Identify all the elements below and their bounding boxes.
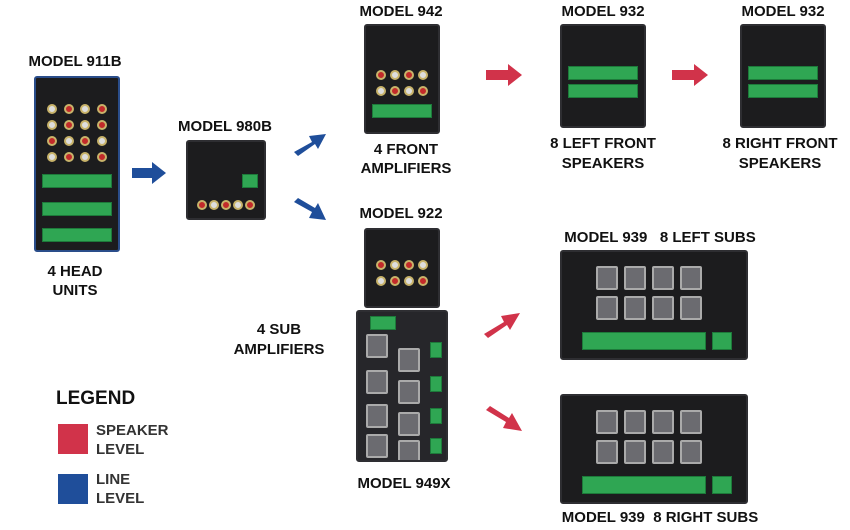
- arrow-949x-to-939-left: [484, 313, 520, 338]
- model-932-left-title: MODEL 932: [561, 3, 645, 20]
- model-911b-caption-line2: UNITS: [52, 282, 98, 299]
- line-level-arrow-shape: [132, 162, 166, 184]
- sub-amplifiers-caption-line2: AMPLIFIERS: [233, 341, 325, 358]
- speaker-level-arrow-shape: [486, 406, 522, 431]
- legend-line-level-label-line1: LINE: [96, 471, 131, 488]
- model-939-left-device: [560, 250, 748, 360]
- speaker-level-arrow-shape: [484, 313, 520, 338]
- model-922-device: [364, 228, 440, 308]
- model-942-caption-line2: AMPLIFIERS: [360, 160, 452, 177]
- arrow-980b-to-922: [294, 198, 326, 220]
- model-939-right-title: MODEL 939 8 RIGHT SUBS: [561, 509, 759, 526]
- legend-line-level-swatch: [58, 474, 88, 504]
- model-911b-device: [34, 76, 120, 252]
- model-939-left-title: MODEL 939 8 LEFT SUBS: [564, 229, 756, 246]
- model-942-device: [364, 24, 440, 134]
- model-932-left-caption-line1: 8 LEFT FRONT: [550, 135, 656, 152]
- arrow-942-to-932-left: [486, 64, 522, 86]
- model-932-right-caption-line2: SPEAKERS: [738, 155, 822, 172]
- model-932-right-caption-line1: 8 RIGHT FRONT: [722, 135, 838, 152]
- legend-speaker-level-label-line2: LEVEL: [96, 441, 145, 458]
- arrow-980b-to-942: [294, 134, 326, 156]
- model-911b-caption-line1: 4 HEAD: [47, 263, 103, 280]
- model-939-right-device: [560, 394, 748, 504]
- model-932-left-device: [560, 24, 646, 128]
- legend-title: LEGEND: [56, 388, 136, 409]
- legend-line-level-label-line2: LEVEL: [96, 490, 145, 507]
- legend-speaker-level-label-line1: SPEAKER: [96, 422, 169, 439]
- model-942-caption-line1: 4 FRONT: [373, 141, 439, 158]
- model-980b-title: MODEL 980B: [178, 118, 272, 135]
- model-911b-title: MODEL 911B: [28, 53, 122, 70]
- model-922-title: MODEL 922: [359, 205, 443, 222]
- model-932-left-caption-line2: SPEAKERS: [561, 155, 645, 172]
- model-932-right-device: [740, 24, 826, 128]
- sub-amplifiers-caption-line1: 4 SUB: [256, 321, 302, 338]
- model-980b-device: [186, 140, 266, 220]
- arrow-949x-to-939-right: [486, 406, 522, 431]
- arrow-911b-to-980b: [132, 162, 166, 184]
- speaker-level-arrow-shape: [486, 64, 522, 86]
- model-942-title: MODEL 942: [359, 3, 443, 20]
- model-932-right-title: MODEL 932: [741, 3, 825, 20]
- model-949x-device: [356, 310, 448, 462]
- line-level-arrow-shape: [294, 134, 326, 156]
- legend-speaker-level-swatch: [58, 424, 88, 454]
- model-949x-title: MODEL 949X: [357, 475, 451, 492]
- arrow-932-left-to-932-right: [672, 64, 708, 86]
- speaker-level-arrow-shape: [672, 64, 708, 86]
- line-level-arrow-shape: [294, 198, 326, 220]
